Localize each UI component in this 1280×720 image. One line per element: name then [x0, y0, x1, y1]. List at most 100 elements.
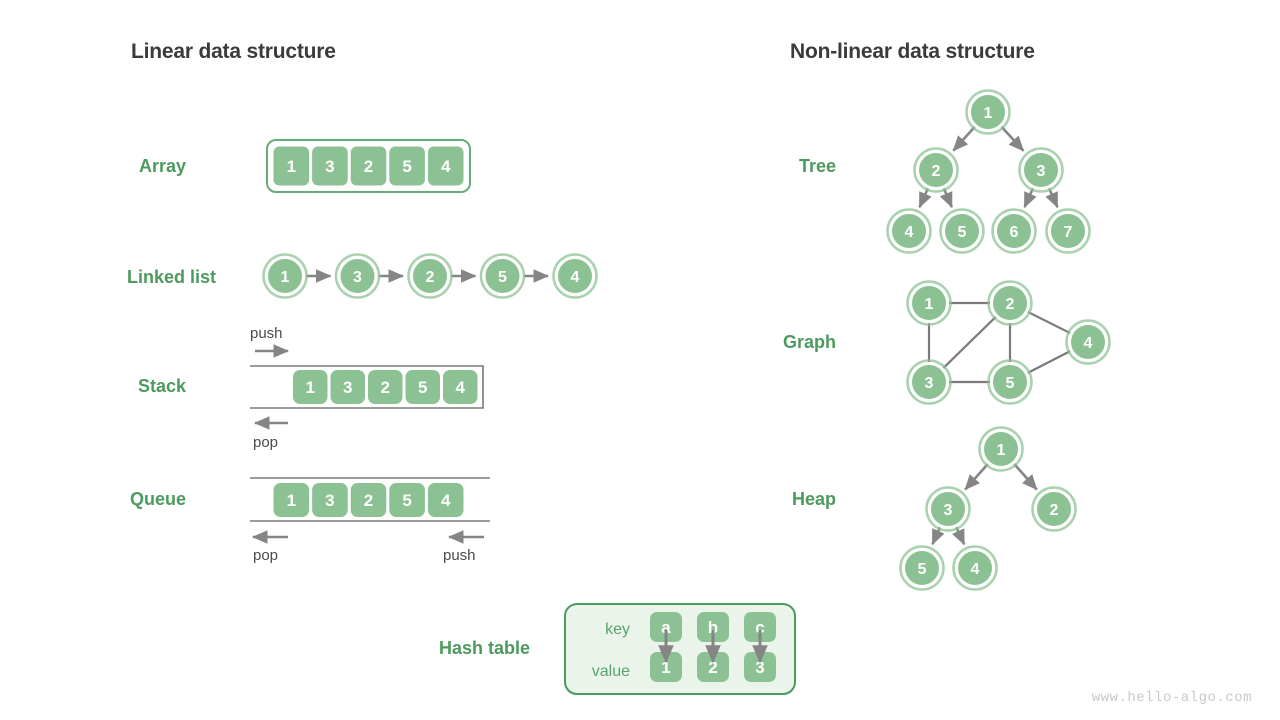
stack-cell-1: 3 — [330, 370, 365, 404]
tree-edge-0 — [952, 126, 976, 152]
stack-cell-3-text: 5 — [418, 378, 427, 397]
heap-edge-3 — [951, 526, 966, 546]
graph-node-2-text: 2 — [1006, 296, 1015, 313]
stack-cell-1-text: 3 — [343, 378, 352, 397]
stack-cell-2-text: 2 — [381, 378, 390, 397]
array-cell-1-text: 3 — [325, 157, 334, 176]
graph-node-3: 3 — [906, 359, 952, 405]
stack-cell-3: 5 — [405, 370, 440, 404]
stack-container — [250, 365, 484, 409]
tree-node-5: 5 — [939, 208, 985, 254]
label-hash-table: Hash table — [438, 638, 530, 658]
array-cell-0-text: 1 — [287, 157, 296, 176]
tree-node-6-text: 6 — [1010, 224, 1019, 241]
hash-value-label: value — [592, 663, 630, 680]
heap-edge-2 — [931, 526, 945, 546]
heap-node-2-text: 2 — [1050, 502, 1059, 519]
stack-push-label: push — [250, 325, 283, 342]
hash-table-structure: key value a b c 1 2 3 — [564, 603, 796, 695]
graph-edge-6 — [1027, 350, 1071, 374]
linked-list-node-4-text: 4 — [571, 269, 580, 286]
tree-node-1: 1 — [965, 89, 1011, 135]
queue-push-label: push — [443, 547, 476, 564]
tree-edge-2 — [918, 187, 932, 209]
tree-node-3: 3 — [1018, 147, 1064, 193]
heap-node-2: 2 — [1031, 486, 1077, 532]
heap-edge-0 — [964, 463, 989, 491]
linked-list-node-3-text: 5 — [498, 269, 507, 286]
heap-node-3: 3 — [925, 486, 971, 532]
hash-key-cell-2: c — [744, 612, 776, 642]
tree-edge-5 — [1045, 187, 1059, 209]
queue-cell-3-text: 5 — [402, 491, 411, 510]
array-cell-0: 1 — [273, 146, 310, 186]
queue-cell-2: 2 — [350, 483, 387, 517]
hash-value-cell-0: 1 — [650, 652, 682, 682]
tree-node-7-text: 7 — [1064, 224, 1073, 241]
queue-cell-0-text: 1 — [287, 491, 296, 510]
heap-node-1-text: 1 — [997, 442, 1006, 459]
heap-node-3-text: 3 — [944, 502, 953, 519]
stack-pop-label: pop — [253, 434, 279, 451]
queue-cell-1: 3 — [312, 483, 348, 517]
graph-node-1: 1 — [906, 280, 952, 326]
hash-value-cell-0-text: 1 — [661, 658, 670, 677]
tree-node-2: 2 — [913, 147, 959, 193]
linked-list-node-3: 5 — [479, 253, 526, 299]
hash-key-cell-2-text: c — [755, 618, 764, 637]
tree-node-3-text: 3 — [1037, 163, 1046, 180]
linked-list-node-4: 4 — [552, 253, 598, 299]
graph-node-2: 2 — [987, 280, 1033, 326]
linked-list-node-0-text: 1 — [281, 269, 290, 286]
graph-edge-4 — [1027, 310, 1071, 335]
linked-list-node-1: 3 — [334, 253, 381, 299]
queue-cell-4: 4 — [427, 483, 464, 517]
tree-edge-1 — [1000, 125, 1025, 152]
stack-cell-0: 1 — [293, 370, 328, 404]
array-cell-4: 4 — [427, 146, 464, 186]
tree-node-6: 6 — [991, 208, 1037, 254]
stack-cell-2: 2 — [368, 370, 403, 404]
queue-cell-0: 1 — [273, 483, 310, 517]
hash-key-cell-0-text: a — [661, 618, 671, 637]
label-graph: Graph — [782, 332, 836, 352]
hash-key-cell-0: a — [650, 612, 682, 642]
stack-structure: 1 3 2 5 4 — [250, 344, 484, 430]
hash-key-cell-1: b — [697, 612, 729, 642]
stack-cell-0-text: 1 — [306, 378, 315, 397]
tree-structure: 12 3 4 5 6 7 — [886, 89, 1091, 254]
graph-node-4: 4 — [1065, 319, 1111, 365]
label-heap: Heap — [791, 489, 836, 509]
graph-node-5: 5 — [987, 359, 1033, 405]
queue-cell-1-text: 3 — [325, 491, 334, 510]
tree-node-7: 7 — [1045, 208, 1091, 254]
stack-cell-4-text: 4 — [456, 378, 466, 397]
tree-edge-4 — [1023, 187, 1037, 209]
label-linked-list: Linked list — [126, 267, 216, 287]
hash-value-cell-1-text: 2 — [708, 658, 717, 677]
heap-node-5-text: 5 — [918, 561, 927, 578]
tree-node-4: 4 — [886, 208, 932, 254]
hash-key-label: key — [605, 621, 630, 638]
hash-key-cell-1-text: b — [708, 618, 718, 637]
left-section-title: Linear data structure — [131, 40, 336, 63]
array-cell-4-text: 4 — [441, 157, 451, 176]
tree-node-5-text: 5 — [958, 224, 967, 241]
label-tree: Tree — [798, 156, 836, 176]
graph-node-1-text: 1 — [925, 296, 934, 313]
array-cell-1: 3 — [312, 146, 348, 186]
right-section-title: Non-linear data structure — [790, 40, 1035, 63]
linked-list-node-0: 1 — [262, 253, 308, 299]
array-outline — [266, 139, 471, 193]
hash-value-cell-2: 3 — [744, 652, 776, 682]
hash-value-cell-1: 2 — [697, 652, 729, 682]
graph-node-4-text: 4 — [1084, 335, 1093, 352]
queue-cell-2-text: 2 — [364, 491, 373, 510]
tree-edge-3 — [939, 187, 954, 209]
graph-edge-2 — [942, 316, 997, 369]
label-queue: Queue — [129, 489, 186, 509]
